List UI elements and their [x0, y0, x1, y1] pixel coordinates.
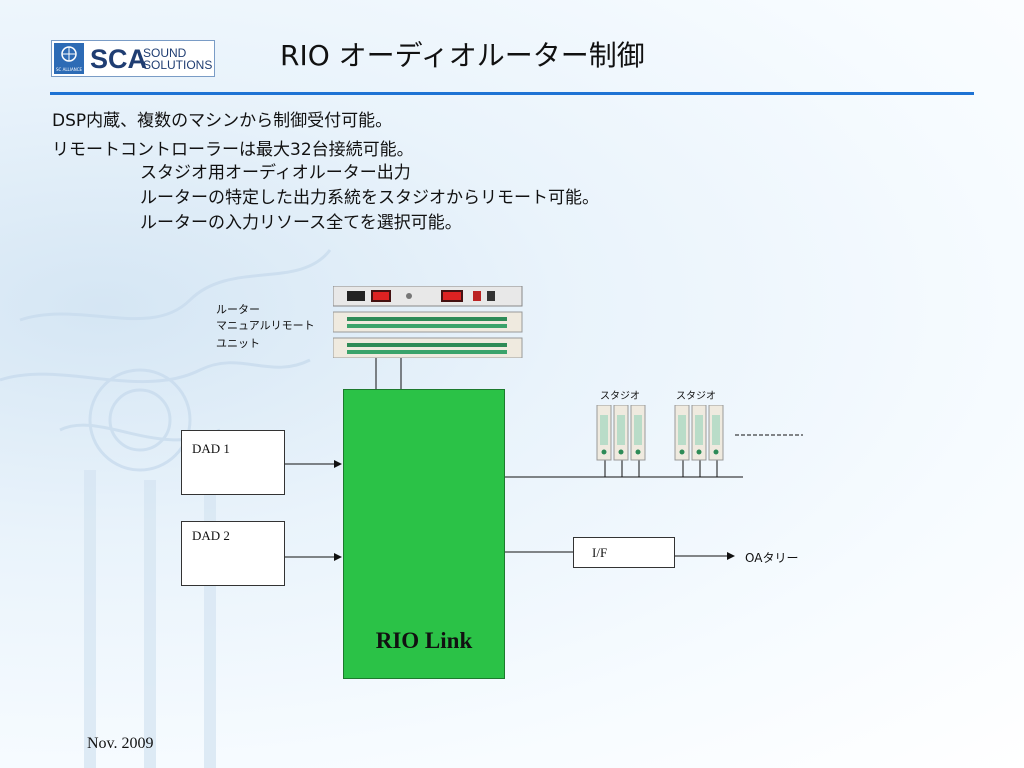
interface-box: I/F: [573, 537, 675, 568]
sub-bullet-1: スタジオ用オーディオルーター出力: [140, 163, 411, 183]
rio-link-box: RIO Link: [343, 389, 505, 679]
router-label-line-2: マニュアルリモート: [216, 319, 315, 332]
sub-bullet-3: ルーターの入力リソース全てを選択可能。: [140, 213, 462, 233]
bullet-2: リモートコントローラーは最大32台接続可能。: [52, 140, 414, 160]
dad2-box: DAD 2: [181, 521, 285, 586]
dad1-box: DAD 1: [181, 430, 285, 495]
logo-line1: SOUND: [143, 46, 187, 60]
dad2-label: DAD 2: [192, 528, 230, 543]
logo-brand: SCA: [90, 44, 148, 74]
globe-icon: [61, 46, 77, 62]
interface-label: I/F: [592, 545, 608, 560]
oa-tally-label: OAタリー: [745, 551, 799, 565]
sub-bullet-2: ルーターの特定した出力系統をスタジオからリモート可能。: [140, 188, 599, 208]
studio-label-2: スタジオ: [676, 391, 716, 402]
footer-date: Nov. 2009: [87, 735, 154, 752]
title-divider: [50, 92, 974, 95]
studio-remote-units: [596, 405, 724, 461]
bullet-1: DSP内蔵、複数のマシンから制御受付可能。: [52, 111, 393, 131]
logo-line2: SOLUTIONS: [143, 58, 213, 72]
rio-link-label: RIO Link: [375, 628, 473, 653]
sc-alliance-badge: SC ALLIANCE: [54, 43, 84, 74]
router-label-line-1: ルーター: [216, 303, 260, 316]
badge-text: SC ALLIANCE: [55, 67, 83, 72]
studio-label-1: スタジオ: [600, 391, 640, 402]
dad1-label: DAD 1: [192, 441, 230, 456]
slide-title: RIO オーディオルーター制御: [280, 39, 645, 72]
router-rack-units: [333, 286, 523, 358]
router-label-line-3: ユニット: [216, 337, 260, 350]
sca-logo: SC ALLIANCE SCA SOUND SOLUTIONS: [51, 40, 215, 77]
